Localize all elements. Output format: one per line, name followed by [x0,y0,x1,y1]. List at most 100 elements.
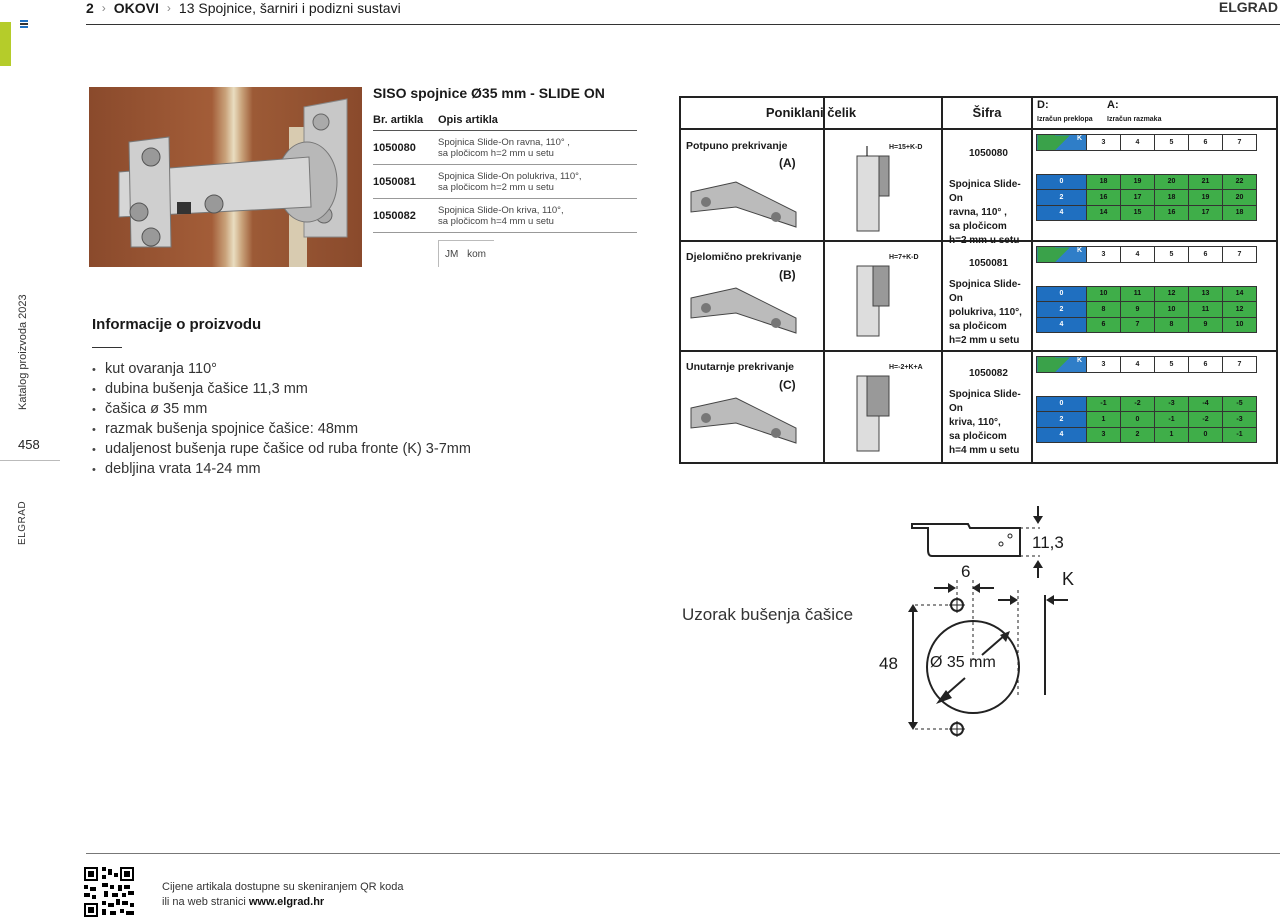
sidebar-divider [0,460,60,461]
row-description: Spojnica Slide-On ravna, 110° , sa ploči… [949,178,1029,248]
grid-cell: -1 [1222,426,1257,443]
spacer-cell [1087,372,1257,396]
d-value-cell: 0 [1036,173,1087,190]
row-name: Potpuno prekrivanje [686,140,788,152]
header-brand: ELGRAD [1218,0,1278,15]
row-name: Unutarnje prekrivanje [686,361,794,373]
overlay-grid: K 3 4 5 6 7 0 -1 -2 -3 -4 -5 2 1 0 -1 -2… [1036,356,1257,443]
grid-cell: 18 [1154,189,1189,206]
breadcrumb-subsection-link[interactable]: 13 Spojnice, šarniri i podizni sustavi [178,0,401,16]
k-header-cell: K [1036,356,1087,373]
elgrad-logo-icon [20,20,28,28]
grid-cell: 17 [1120,189,1155,206]
grid-cell: 1 [1086,411,1121,428]
k-value-cell: 4 [1120,134,1155,151]
info-divider [92,347,122,348]
grid-cell: -3 [1154,395,1189,412]
d-value-cell: 4 [1036,204,1087,221]
k-value-cell: 4 [1120,356,1155,373]
k-value-cell: 4 [1120,246,1155,263]
table-row: 1050081 Spojnica Slide-On polukriva, 110… [373,165,637,199]
row-code: 1050080 [969,148,1008,159]
description-line: h=2 mm u setu [949,235,1020,246]
spacer-cell [1087,262,1257,286]
row-description: Spojnica Slide-On polukriva, 110°, sa pl… [949,278,1029,348]
drill-pattern-diagram [908,506,1068,737]
description-line: sa pločicom h=2 mm u setu [438,181,554,193]
list-item: razmak bušenja spojnice čašice: 48mm [92,420,471,440]
grid-cell: 21 [1188,173,1223,190]
header-code: Šifra [972,105,1002,120]
sidebar-brand: ELGRAD [17,500,28,545]
website-link[interactable]: www.elgrad.hr [248,896,325,908]
unit-box: JM kom [438,240,494,267]
product-table: Br. artikla Opis artikla 1050080 Spojnic… [373,114,637,233]
article-description: Spojnica Slide-On kriva, 110°, sa pločic… [438,205,628,227]
grid-cell: 11 [1188,301,1223,318]
grid-cell: 0 [1120,411,1155,428]
hinge-illustration [690,397,797,444]
grid-cell: 14 [1222,285,1257,302]
grid-cell: 10 [1154,301,1189,318]
grid-cell: 3 [1086,426,1121,443]
k-value-cell: 5 [1154,246,1189,263]
divider [823,98,825,462]
mounting-diagram [856,146,890,232]
grid-cell: 13 [1188,285,1223,302]
grid-cell: 20 [1222,189,1257,206]
overlay-spec-table: Poniklani čelik Šifra D: Izračun preklop… [679,96,1278,464]
row-letter: (C) [779,378,796,392]
description-line: sa pločicom [949,431,1007,442]
hinge-illustration [690,287,797,334]
product-photo [89,87,362,267]
hinge-illustration [690,181,797,228]
grid-cell: 17 [1188,204,1223,221]
description-line: sa pločicom [949,321,1007,332]
article-description: Spojnica Slide-On ravna, 110° , sa ploči… [438,137,628,159]
k-value-cell: 5 [1154,356,1189,373]
table-row: 1050082 Spojnica Slide-On kriva, 110°, s… [373,199,637,233]
grid-cell: 1 [1154,426,1189,443]
breadcrumb-section-link[interactable]: OKOVI [113,0,159,16]
chevron-right-icon: › [101,1,106,15]
footer-line: ili na web stranici [162,896,249,908]
k-value-cell: 6 [1188,356,1223,373]
qr-code-icon[interactable] [84,867,134,917]
spacer-cell [1037,262,1087,286]
info-list: kut ovaranja 110° dubina bušenja čašice … [92,360,471,480]
overlay-grid: K 3 4 5 6 7 0 10 11 12 13 14 2 8 9 10 11… [1036,246,1257,333]
k-value-cell: 7 [1222,134,1257,151]
divider [681,240,1276,242]
description-line: sa pločicom [949,221,1007,232]
footer-line: Cijene artikala dostupne su skeniranjem … [162,881,404,893]
dim-offset: 6 [961,562,971,581]
header-divider [86,24,1280,25]
row-code: 1050082 [969,368,1008,379]
grid-cell: 18 [1222,204,1257,221]
unit-value: kom [467,249,487,260]
footer-text: Cijene artikala dostupne su skeniranjem … [162,880,404,910]
dim-k: K [1062,569,1075,589]
d-value-cell: 4 [1036,316,1087,333]
grid-cell: 20 [1154,173,1189,190]
description-line: h=4 mm u setu [949,445,1020,456]
description-line: Spojnica Slide-On [949,179,1021,204]
product-title: SISO spojnice Ø35 mm - SLIDE ON [373,85,605,101]
k-value-cell: 6 [1188,134,1223,151]
description-line: Spojnica Slide-On [949,279,1021,304]
grid-cell: -1 [1086,395,1121,412]
article-code: 1050082 [373,209,416,222]
breadcrumb-page-link[interactable]: 2 [86,0,94,16]
article-description: Spojnica Slide-On polukriva, 110°, sa pl… [438,171,628,193]
list-item: čašica ø 35 mm [92,400,471,420]
description-line: Spojnica Slide-On [949,389,1021,414]
grid-cell: 0 [1188,426,1223,443]
grid-cell: 16 [1086,189,1121,206]
grid-cell: 10 [1086,285,1121,302]
divider [681,128,1276,130]
product-table-header: Br. artikla Opis artikla [373,114,637,131]
grid-cell: -2 [1188,411,1223,428]
description-line: sa pločicom h=4 mm u setu [438,215,554,227]
row-code: 1050081 [969,258,1008,269]
table-row: 1050080 Spojnica Slide-On ravna, 110° , … [373,131,637,165]
